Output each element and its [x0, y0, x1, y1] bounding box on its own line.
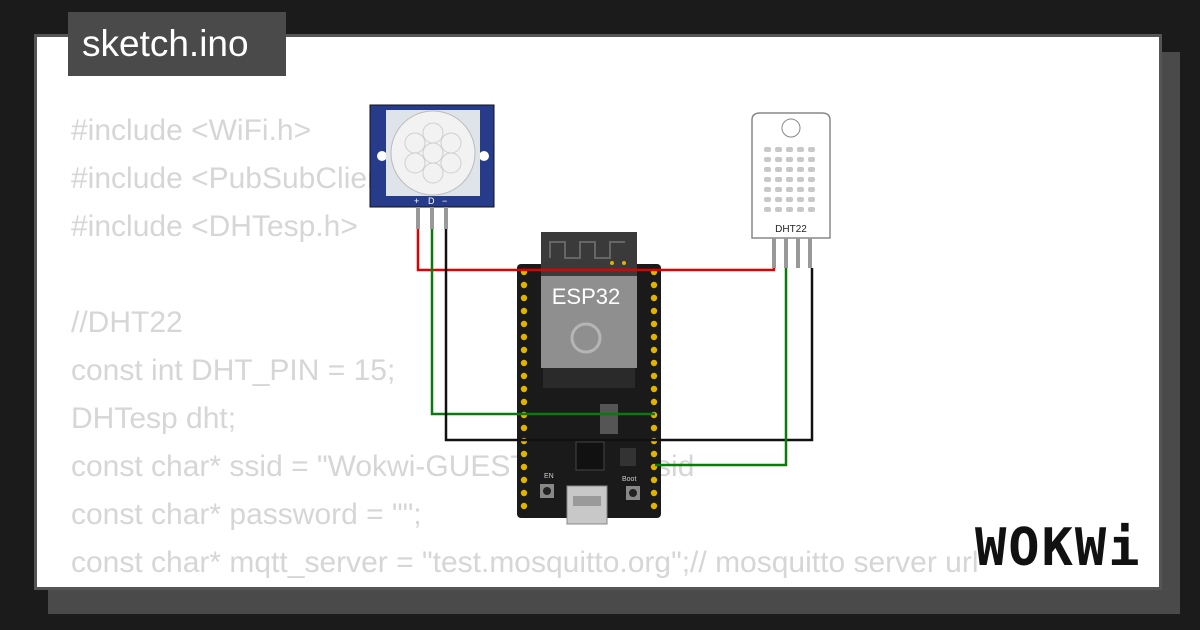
- esp32-pin: [520, 307, 528, 315]
- esp32-pin: [650, 502, 658, 510]
- boot-label: Boot: [622, 476, 636, 483]
- esp32-pin: [650, 346, 658, 354]
- pir-pin-plus: +: [414, 196, 419, 206]
- pir-sensor[interactable]: + D −: [369, 104, 495, 229]
- esp32-pin: [650, 372, 658, 380]
- esp32-pin: [650, 450, 658, 458]
- code-line: #include <WiFi.h>: [71, 114, 312, 147]
- green-wire-dht[interactable]: [655, 268, 788, 467]
- dht-vent: [797, 177, 804, 182]
- dht22-sensor[interactable]: DHT22: [751, 112, 831, 268]
- dht-vent: [786, 207, 793, 212]
- en-label: EN: [544, 473, 554, 480]
- esp32-pin: [520, 489, 528, 497]
- black-wire[interactable]: [444, 229, 814, 442]
- pir-pin-minus: −: [442, 196, 447, 206]
- esp32-pin: [650, 489, 658, 497]
- dht-vent: [775, 167, 782, 172]
- dht-vent: [786, 157, 793, 162]
- esp32-pin: [650, 476, 658, 484]
- file-tab-label: sketch.ino: [82, 23, 249, 64]
- code-preview: #include <WiFi.h>#include <PubSubClient.…: [71, 107, 979, 587]
- dht-vent: [808, 207, 815, 212]
- esp32-pin: [520, 294, 528, 302]
- esp32-pin: [520, 502, 528, 510]
- esp32-pin: [520, 333, 528, 341]
- dht-vent: [808, 197, 815, 202]
- code-line: const int DHT_PIN = 15;: [71, 354, 396, 387]
- dht-vent: [764, 207, 771, 212]
- dht-vent: [775, 187, 782, 192]
- dht-vent: [764, 147, 771, 152]
- pir-pin-d: D: [428, 196, 435, 206]
- dht-vent: [764, 187, 771, 192]
- esp32-pin: [650, 398, 658, 406]
- esp32-pin: [650, 307, 658, 315]
- dht-vent: [786, 187, 793, 192]
- esp32-pin: [650, 333, 658, 341]
- dht-vent: [808, 167, 815, 172]
- esp32-pin: [650, 359, 658, 367]
- dht-vent: [764, 177, 771, 182]
- dht-vent: [775, 157, 782, 162]
- dht-vent: [786, 147, 793, 152]
- dht-vent: [775, 177, 782, 182]
- esp32-pin: [520, 320, 528, 328]
- dht-vent: [764, 197, 771, 202]
- esp32-pin: [520, 385, 528, 393]
- dht-vent: [775, 197, 782, 202]
- dht-vent: [808, 177, 815, 182]
- dht-vent: [797, 207, 804, 212]
- code-line: DHTesp dht;: [71, 402, 237, 435]
- esp32-pin: [520, 476, 528, 484]
- esp32-pin: [650, 294, 658, 302]
- dht-vent: [797, 157, 804, 162]
- code-line: const char* mqtt_server = "test.mosquitt…: [71, 546, 979, 579]
- esp32-pin: [520, 450, 528, 458]
- dht-vent: [786, 177, 793, 182]
- dht-vent: [797, 197, 804, 202]
- esp32-pin: [520, 424, 528, 432]
- esp32-board[interactable]: ESP32 Boot EN: [517, 232, 661, 525]
- red-wire[interactable]: [416, 229, 776, 272]
- dht-vent: [786, 167, 793, 172]
- dht-vent: [797, 187, 804, 192]
- esp32-pin: [520, 372, 528, 380]
- esp32-pin: [650, 385, 658, 393]
- dht-vent: [775, 207, 782, 212]
- dht-vent: [808, 147, 815, 152]
- esp32-pin: [650, 320, 658, 328]
- esp32-pin: [650, 281, 658, 289]
- esp32-pin: [650, 424, 658, 432]
- dht-vent: [764, 167, 771, 172]
- dht-vent: [808, 157, 815, 162]
- dht-vent: [797, 147, 804, 152]
- dht-vent: [797, 167, 804, 172]
- dht22-label: DHT22: [775, 224, 807, 235]
- esp32-pin: [520, 346, 528, 354]
- code-line: #include <DHTesp.h>: [71, 210, 358, 243]
- esp32-label: ESP32: [552, 284, 621, 309]
- esp32-pin: [520, 359, 528, 367]
- dht-vent: [775, 147, 782, 152]
- wokwi-logo: WOKWi: [975, 518, 1142, 578]
- dht-vent: [786, 197, 793, 202]
- green-wire-pir[interactable]: [430, 229, 655, 416]
- dht-vent: [764, 157, 771, 162]
- esp32-pin: [520, 463, 528, 471]
- file-tab[interactable]: sketch.ino: [68, 12, 286, 76]
- dht-vent: [808, 187, 815, 192]
- esp32-pin: [520, 281, 528, 289]
- code-line: const char* password = "";: [71, 498, 422, 531]
- code-line: //DHT22: [71, 306, 183, 339]
- esp32-pin: [520, 398, 528, 406]
